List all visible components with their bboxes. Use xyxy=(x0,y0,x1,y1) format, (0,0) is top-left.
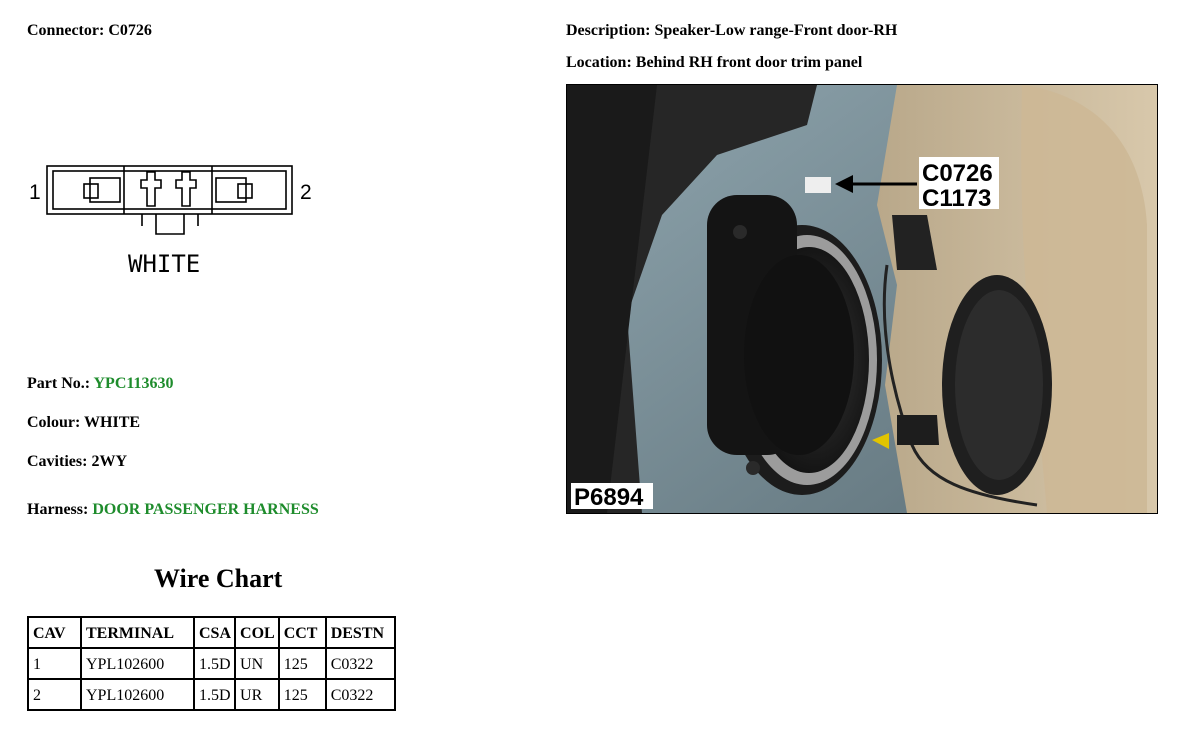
callout-background xyxy=(919,157,999,209)
wire-chart-header-row: CAV TERMINAL CSA COL CCT DESTN xyxy=(29,618,394,647)
cell-terminal: YPL102600 xyxy=(82,680,193,709)
header-csa: CSA xyxy=(195,618,235,647)
wire-chart-title: Wire Chart xyxy=(154,564,283,593)
colour-label: Colour: xyxy=(27,414,81,431)
header-destn: DESTN xyxy=(326,618,394,647)
connector-location-photo: C0726 C1173 P6894 xyxy=(566,84,1158,514)
colour-text: WHITE xyxy=(128,250,200,278)
header-cav: CAV xyxy=(29,618,80,647)
cavities-label: Cavities: xyxy=(27,453,88,470)
cavity-2 xyxy=(215,177,247,203)
part-number-value: YPC113630 xyxy=(93,375,174,392)
part-number-line: Part No.: YPC113630 xyxy=(27,375,174,393)
header-col: COL xyxy=(236,618,278,647)
header-terminal: TERMINAL xyxy=(82,618,193,647)
photo-id: P6894 xyxy=(574,484,644,511)
table-row: 2 YPL102600 1.5D UR 125 C0322 xyxy=(29,680,394,709)
callout-c1173: C1173 xyxy=(922,185,991,212)
cell-destn: C0322 xyxy=(326,649,394,678)
header-cct: CCT xyxy=(279,618,325,647)
description-label: Description: xyxy=(566,22,651,39)
cavities-line: Cavities: 2WY xyxy=(27,453,127,471)
cell-destn: C0322 xyxy=(326,680,394,709)
cavity-1 xyxy=(89,177,121,203)
connector-value: C0726 xyxy=(108,22,152,39)
location-line: Location: Behind RH front door trim pane… xyxy=(566,54,862,72)
latch-cross-left xyxy=(140,171,162,207)
connector-label: Connector: xyxy=(27,22,105,39)
cell-cav: 2 xyxy=(29,680,80,709)
description-value: Speaker-Low range-Front door-RH xyxy=(654,22,898,39)
callout-arrowhead xyxy=(835,175,853,193)
cell-col: UR xyxy=(236,680,278,709)
connector-diagram: 1 2 WHITE xyxy=(29,165,312,278)
latch-cross-right xyxy=(175,171,197,207)
cell-cct: 125 xyxy=(279,680,325,709)
location-label: Location: xyxy=(566,54,632,71)
callout-c0726: C0726 xyxy=(922,160,993,187)
harness-line: Harness: DOOR PASSENGER HARNESS xyxy=(27,501,319,519)
part-number-label: Part No.: xyxy=(27,375,91,392)
connector-line: Connector: C0726 xyxy=(27,22,152,40)
colour-value: WHITE xyxy=(84,414,141,431)
wire-chart-table: CAV TERMINAL CSA COL CCT DESTN 1 YPL1026… xyxy=(27,616,396,711)
colour-line: Colour: WHITE xyxy=(27,414,140,432)
connector-outline xyxy=(46,165,293,215)
photo-id-background xyxy=(571,483,653,509)
cell-cav: 1 xyxy=(29,649,80,678)
location-value: Behind RH front door trim panel xyxy=(635,54,863,71)
pin-2-label: 2 xyxy=(300,181,312,204)
harness-label: Harness: xyxy=(27,501,89,518)
table-row: 1 YPL102600 1.5D UN 125 C0322 xyxy=(29,649,394,678)
cell-csa: 1.5D xyxy=(195,649,235,678)
cell-col: UN xyxy=(236,649,278,678)
cell-csa: 1.5D xyxy=(195,680,235,709)
cell-cct: 125 xyxy=(279,649,325,678)
description-line: Description: Speaker-Low range-Front doo… xyxy=(566,22,897,40)
pin-1-label: 1 xyxy=(29,181,41,204)
cell-terminal: YPL102600 xyxy=(82,649,193,678)
harness-value: DOOR PASSENGER HARNESS xyxy=(92,501,319,518)
cavities-value: 2WY xyxy=(91,453,127,470)
